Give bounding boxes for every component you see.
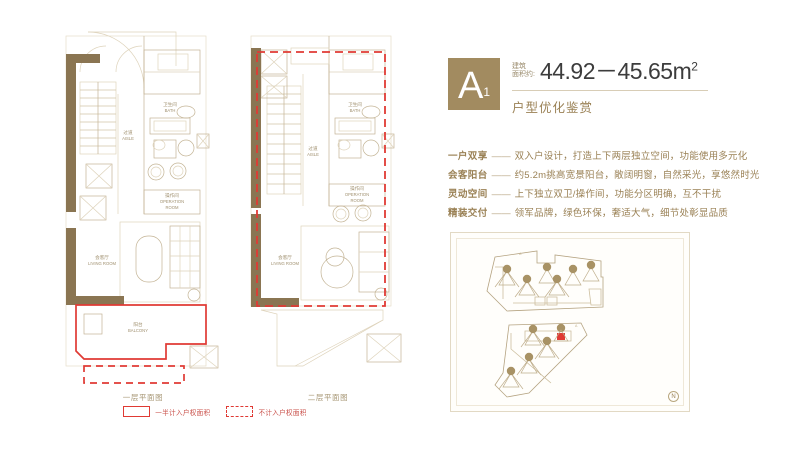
room-label-balcony-en: BALCONY (128, 328, 148, 333)
second-floor-caption: 二层平面图 (307, 393, 349, 402)
room-label-operation-cn-2: 操作间 (350, 185, 364, 192)
floor-plan-first[interactable]: 过道 AISLE 卫生间 BATH 操作间 OPERATION ROOM 会客厅… (58, 14, 228, 402)
area-label: 建筑 面积约: (512, 63, 535, 81)
compass-label: N (671, 393, 676, 400)
room-label-aisle-en-2: AISLE (307, 152, 319, 157)
unit-subtitle: 户型优化鉴赏 (512, 101, 594, 115)
feature-dash: —— (491, 151, 511, 162)
room-label-living-en-2: LIVING ROOM (271, 261, 299, 266)
dashed-red-rect-icon (226, 406, 254, 417)
feature-list: 一户双享 —— 双入户设计，打造上下两层独立空间，功能使用多元化 会客阳台 ——… (448, 148, 798, 224)
feature-value: 双入户设计，打造上下两层独立空间，功能使用多元化 (514, 151, 748, 162)
site-plan[interactable]: A A N (450, 232, 690, 412)
room-label-operation-en-2: OPERATION (345, 192, 369, 197)
area-number: 44.92－45.65m (539, 58, 692, 84)
room-label-aisle-cn: 过道 (123, 129, 133, 136)
feature-row: 会客阳台 —— 约5.2m挑高宽景阳台，敞阔明窗，自然采光，享悠然时光 (448, 167, 798, 181)
feature-key: 一户双享 (448, 151, 488, 162)
feature-key: 会客阳台 (448, 170, 488, 181)
room-label-aisle-en: AISLE (122, 136, 134, 141)
area-value: 44.92－45.65m2 (539, 58, 698, 84)
legend-item-not-counted: 不计入户权面积 (226, 406, 306, 417)
feature-value: 领军品牌，绿色环保，奢适大气，细节处彰显品质 (514, 208, 729, 219)
room-label-aisle-cn-2: 过道 (308, 145, 318, 152)
legend: 一半计入户权面积 不计入户权面积 (0, 406, 430, 417)
feature-row: 灵动空间 —— 上下独立双卫/操作间，功能分区明确，互不干扰 (448, 186, 798, 200)
area-label-line1: 建筑 (512, 62, 526, 70)
feature-row: 精装交付 —— 领军品牌，绿色环保，奢适大气，细节处彰显品质 (448, 205, 798, 219)
room-label-living-en: LIVING ROOM (88, 261, 116, 266)
floor-plans-area: 过道 AISLE 卫生间 BATH 操作间 OPERATION ROOM 会客厅… (0, 14, 430, 417)
badge-subscript: 1 (483, 85, 491, 99)
feature-value: 约5.2m挑高宽景阳台，敞阔明窗，自然采光，享悠然时光 (514, 170, 760, 181)
badge-letter: A (457, 65, 484, 107)
legend-item-half-counted: 一半计入户权面积 (123, 406, 210, 417)
room-label-operation-en2-2: ROOM (350, 198, 364, 203)
site-plan-inner-border (456, 238, 684, 406)
area-label-line2: 面积约: (512, 71, 535, 79)
room-label-operation-cn: 操作间 (165, 192, 179, 199)
first-floor-drawing: 过道 AISLE 卫生间 BATH 操作间 OPERATION ROOM 会客厅… (65, 31, 219, 384)
room-label-bath-en-2: BATH (350, 108, 361, 113)
second-floor-drawing: 过道 AISLE 卫生间 BATH 操作间 OPERATION ROOM 会客厅… (250, 35, 402, 367)
svg-text:A: A (575, 324, 578, 328)
divider (512, 90, 708, 91)
solid-red-rect-icon (123, 406, 151, 417)
feature-key: 精装交付 (448, 208, 488, 219)
legend-label-none: 不计入户权面积 (258, 409, 307, 417)
highlighted-unit-marker (557, 333, 565, 340)
room-label-operation-en: OPERATION (160, 199, 184, 204)
room-label-living-cn-2: 会客厅 (278, 254, 292, 261)
unit-outline-dashed (256, 51, 386, 307)
area-unit-superscript: 2 (691, 59, 698, 74)
balcony-outline-dashed (83, 365, 185, 384)
room-label-bath-cn: 卫生间 (163, 101, 177, 108)
compass-icon: N (668, 391, 679, 402)
feature-dash: —— (491, 170, 511, 181)
first-floor-caption: 一层平面图 (122, 393, 164, 402)
room-label-operation-en2: ROOM (165, 205, 179, 210)
feature-value: 上下独立双卫/操作间，功能分区明确，互不干扰 (514, 189, 722, 200)
feature-dash: —— (491, 208, 511, 219)
svg-text:A: A (519, 252, 522, 256)
feature-key: 灵动空间 (448, 189, 488, 200)
feature-row: 一户双享 —— 双入户设计，打造上下两层独立空间，功能使用多元化 (448, 148, 798, 162)
floor-plan-second[interactable]: 过道 AISLE 卫生间 BATH 操作间 OPERATION ROOM 会客厅… (243, 14, 413, 402)
site-plan-drawing: A A (486, 250, 604, 398)
room-label-balcony-cn: 阳台 (133, 321, 143, 328)
room-label-living-cn: 会客厅 (95, 254, 109, 261)
legend-label-half: 一半计入户权面积 (155, 409, 211, 417)
room-label-bath-cn-2: 卫生间 (348, 101, 362, 108)
feature-dash: —— (491, 189, 511, 200)
room-label-bath-en: BATH (165, 108, 176, 113)
balcony-outline-solid (75, 304, 207, 360)
